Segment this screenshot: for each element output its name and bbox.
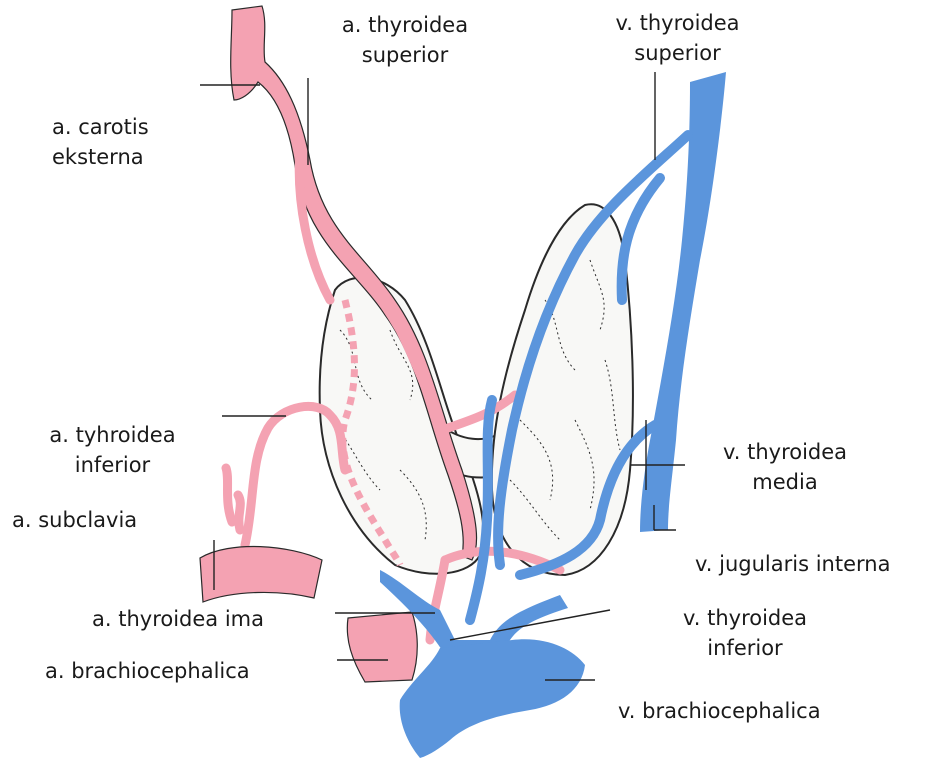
subclavia-vessel (200, 546, 322, 602)
label-carotis-eksterna: a. carotis eksterna (52, 112, 149, 172)
label-tyhroidea-inferior: a. tyhroidea inferior (30, 420, 195, 480)
subclavia-branch (226, 468, 232, 522)
label-thyroidea-inferior-v-line1: v. thyroidea (660, 603, 830, 633)
label-tyhroidea-inferior-line1: a. tyhroidea (30, 420, 195, 450)
label-thyroidea-media-line1: v. thyroidea (700, 437, 870, 467)
label-thyroidea-media: v. thyroidea media (700, 437, 870, 497)
label-thyroidea-superior-a-line1: a. thyroidea (320, 10, 490, 40)
label-thyroidea-superior-v: v. thyroidea superior (595, 8, 760, 68)
subclavia-branch-2 (238, 495, 240, 530)
label-thyroidea-superior-a-line2: superior (320, 40, 490, 70)
label-thyroidea-superior-v-line2: superior (595, 38, 760, 68)
label-thyroidea-superior-a: a. thyroidea superior (320, 10, 490, 70)
label-thyroidea-media-line2: media (700, 467, 870, 497)
brachiocephalica-v-vessel (400, 639, 585, 758)
label-thyroidea-inferior-v-line2: inferior (660, 633, 830, 663)
label-brachiocephalica-a: a. brachiocephalica (45, 656, 250, 686)
label-thyroidea-ima: a. thyroidea ima (92, 604, 264, 634)
label-subclavia: a. subclavia (12, 505, 137, 535)
brachiocephalica-a-vessel (347, 612, 417, 682)
thyroid-gland (320, 204, 633, 575)
label-tyhroidea-inferior-line2: inferior (30, 450, 195, 480)
label-jugularis-interna: v. jugularis interna (695, 549, 890, 579)
label-carotis-eksterna-line1: a. carotis (52, 112, 149, 142)
label-carotis-eksterna-line2: eksterna (52, 142, 149, 172)
label-thyroidea-superior-v-line1: v. thyroidea (595, 8, 760, 38)
label-brachiocephalica-v: v. brachiocephalica (618, 696, 821, 726)
label-thyroidea-inferior-v: v. thyroidea inferior (660, 603, 830, 663)
